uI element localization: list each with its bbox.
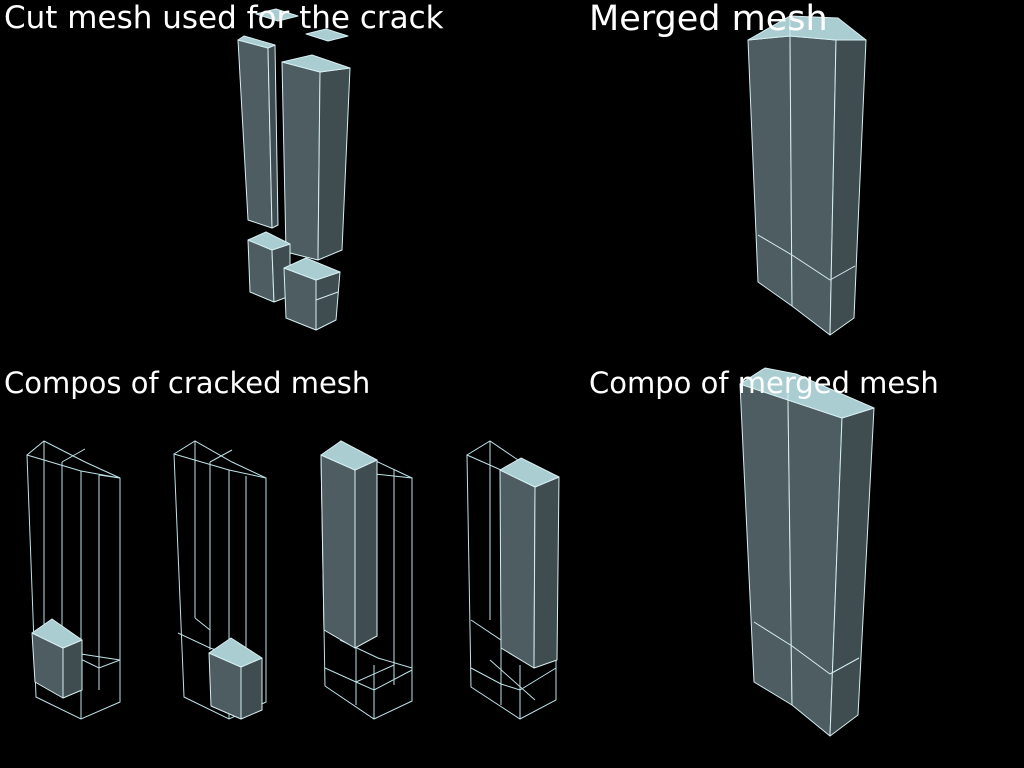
title-compo-merged-mesh: Compo of merged mesh bbox=[589, 366, 939, 400]
cracked-compo-1 bbox=[26, 440, 121, 720]
cracked-compo-3 bbox=[320, 440, 413, 720]
cracked-compo-2 bbox=[173, 440, 267, 720]
title-merged-mesh: Merged mesh bbox=[589, 0, 828, 39]
cracked-compo-4 bbox=[466, 440, 560, 720]
merged-compo bbox=[739, 367, 875, 737]
cut-piece-cap-left bbox=[255, 8, 299, 22]
cut-piece-cap-right bbox=[305, 28, 349, 42]
cut-piece-upper-right bbox=[281, 54, 351, 261]
merged-mesh bbox=[747, 15, 867, 336]
title-compos-cracked-mesh: Compos of cracked mesh bbox=[4, 366, 371, 400]
cut-mesh bbox=[237, 8, 351, 331]
cut-piece-lower-left bbox=[247, 231, 291, 303]
title-cut-mesh: Cut mesh used for the crack bbox=[4, 0, 444, 36]
cut-piece-lower-right bbox=[283, 257, 341, 331]
cut-piece-upper-left bbox=[237, 35, 279, 229]
